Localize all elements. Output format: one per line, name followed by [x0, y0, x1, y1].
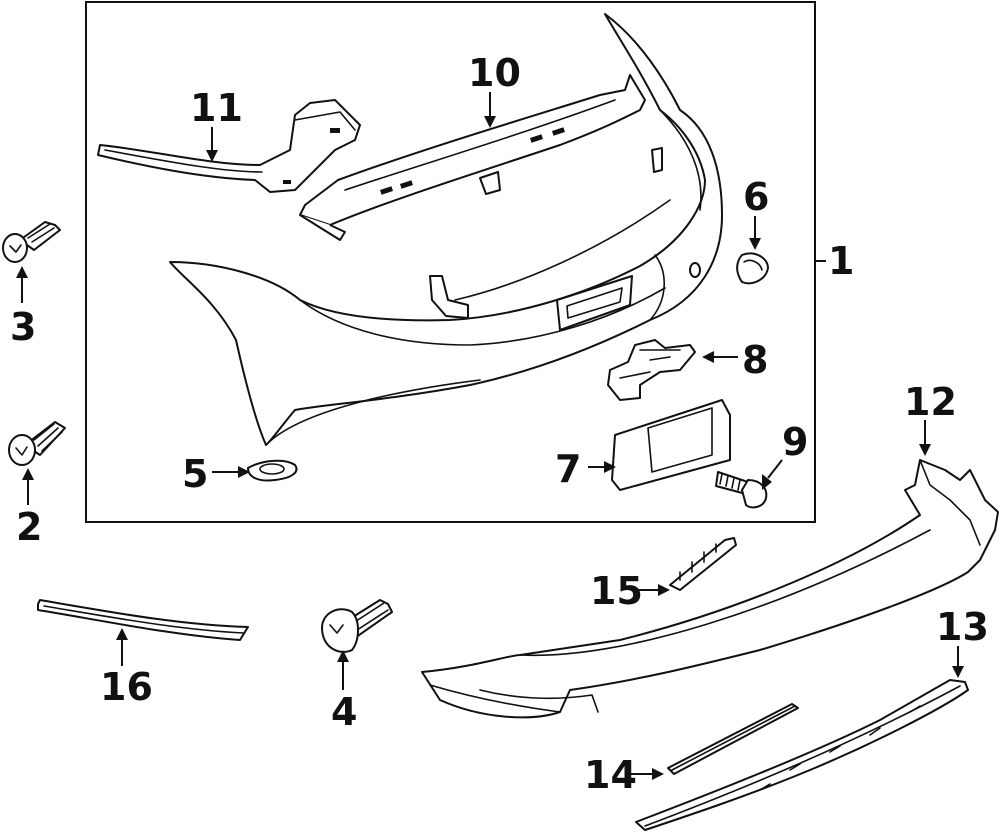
callout-15: 15 [590, 569, 643, 613]
callout-11: 11 [190, 86, 243, 130]
callout-3: 3 [10, 305, 36, 349]
part-trim-strip [667, 703, 799, 775]
callout-14: 14 [584, 753, 637, 797]
part-molding-strip [37, 599, 249, 641]
part-screw-2 [8, 421, 66, 466]
leader-lines [16, 92, 964, 780]
callout-8: 8 [742, 338, 768, 382]
callout-2: 2 [16, 505, 42, 549]
part-bumper-cover [169, 13, 723, 446]
part-cap [736, 252, 769, 285]
part-bolt-4 [321, 599, 393, 653]
part-bracket-15 [669, 537, 737, 591]
callout-16: 16 [100, 665, 153, 709]
callout-labels: 1 2 3 4 5 6 7 8 9 10 11 12 13 14 15 16 [10, 51, 989, 797]
part-side-bracket [97, 99, 361, 193]
part-clip [247, 459, 298, 482]
part-reinforcement-bar [299, 74, 646, 241]
callout-6: 6 [743, 175, 769, 219]
callout-9: 9 [782, 420, 808, 464]
callout-7: 7 [555, 447, 581, 491]
callout-13: 13 [936, 605, 989, 649]
callout-4: 4 [331, 690, 357, 734]
part-screw-9 [715, 471, 768, 509]
callout-5: 5 [182, 452, 208, 496]
part-lower-valance [421, 459, 999, 719]
part-bolt-3 [2, 221, 61, 263]
part-lower-trim [635, 679, 969, 831]
callout-1: 1 [828, 239, 854, 283]
part-small-bracket [607, 339, 696, 401]
part-plate-bracket [611, 399, 731, 491]
callout-10: 10 [468, 51, 521, 95]
callout-12: 12 [904, 380, 957, 424]
